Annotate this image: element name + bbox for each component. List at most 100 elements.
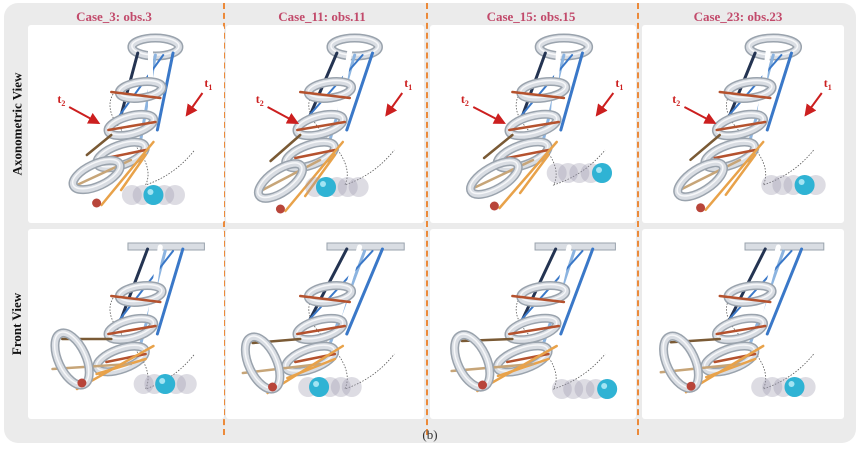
strut: [107, 120, 157, 132]
strut: [95, 357, 147, 376]
arrow-label: t1: [204, 76, 212, 92]
red-arrow-icon: [472, 106, 506, 124]
column-title: Case_11: obs.11: [278, 9, 366, 24]
column-divider: [426, 3, 428, 435]
arrow-label: t2: [461, 92, 469, 108]
cyan-ball-icon: [794, 175, 815, 195]
strut: [345, 247, 384, 336]
strut: [303, 153, 337, 198]
strut: [100, 140, 155, 207]
axonometric-panel: t2 t1: [430, 25, 636, 223]
strut: [299, 90, 351, 100]
strut: [110, 294, 162, 304]
strut: [269, 133, 302, 163]
strut: [718, 90, 772, 100]
cyan-ball-icon: [592, 163, 613, 183]
strut: [119, 153, 147, 192]
strut: [516, 54, 574, 121]
ghost-trajectory: [109, 84, 195, 186]
strut: [715, 120, 767, 132]
column-divider: [637, 3, 639, 435]
strut: [715, 324, 767, 336]
truncated-caption-line: [60, 444, 420, 449]
ghost-trajectory: [726, 288, 815, 390]
strut: [765, 51, 793, 132]
front-panel: [642, 229, 844, 419]
strut: [296, 324, 347, 336]
grey-ball-trail-icon: [761, 175, 826, 195]
strut: [294, 148, 337, 160]
arrow-label: t1: [404, 76, 412, 92]
strut: [559, 51, 584, 132]
cyan-ball-icon: [784, 377, 805, 397]
ghost-trajectory: [515, 288, 606, 390]
strut: [345, 51, 375, 132]
ghost-trajectory: [308, 84, 395, 186]
red-ball-icon: [489, 201, 499, 211]
ghost-trajectory: [515, 84, 606, 186]
middle-ring: [103, 313, 159, 345]
cyan-ball-icon: [309, 377, 330, 397]
column-divider: [223, 3, 225, 435]
strut: [498, 140, 558, 210]
middle-ring: [504, 109, 562, 141]
red-arrow-icon: [683, 106, 717, 124]
strut: [110, 90, 162, 100]
strut: [155, 247, 185, 336]
strut: [724, 153, 757, 197]
red-ball-icon: [696, 203, 706, 213]
red-ball-icon: [92, 198, 102, 208]
red-arrow-icon: [267, 106, 300, 124]
strut: [518, 153, 550, 195]
bottom-ring: [466, 157, 523, 199]
column-title: Case_3: obs.3: [76, 9, 152, 24]
robot-arm-render: [50, 242, 205, 394]
robot-arm-render: [659, 242, 825, 397]
strut: [107, 324, 157, 336]
top-plate: [326, 242, 405, 251]
strut: [723, 54, 783, 121]
middle-ring: [504, 313, 562, 345]
strut: [482, 133, 514, 160]
strut: [713, 148, 757, 160]
cyan-ball-icon: [155, 374, 176, 394]
strut: [85, 133, 113, 157]
top-plate: [744, 242, 825, 251]
red-ball-icon: [77, 378, 87, 388]
bottom-ring: [253, 159, 307, 203]
strut: [296, 120, 347, 132]
red-ball-icon: [275, 204, 285, 214]
bottom-ring: [68, 155, 125, 195]
ghost-trajectory: [109, 288, 195, 390]
front-panel: [28, 229, 224, 419]
arrow-label: t1: [824, 76, 832, 92]
cyan-ball-icon: [143, 185, 164, 205]
strut: [472, 158, 535, 190]
middle-ring: [711, 313, 768, 345]
red-ball-icon: [686, 381, 696, 391]
grey-ball-trail-icon: [298, 377, 362, 397]
strut: [511, 90, 566, 100]
top-plate: [127, 242, 205, 251]
middle-ring: [292, 313, 348, 345]
strut: [718, 294, 772, 304]
strut: [508, 324, 560, 336]
cyan-ball-icon: [597, 379, 618, 399]
strut: [508, 120, 560, 132]
strut: [259, 158, 322, 193]
arrow-label: t1: [615, 76, 623, 92]
red-ball-icon: [478, 380, 488, 390]
bottom-ring: [450, 330, 495, 392]
strut: [679, 158, 742, 192]
middle-ring: [103, 109, 159, 141]
strut: [689, 133, 722, 162]
red-arrow-icon: [595, 92, 615, 117]
red-arrow-icon: [804, 92, 823, 117]
robot-arm-render: t2 t1: [461, 33, 623, 211]
